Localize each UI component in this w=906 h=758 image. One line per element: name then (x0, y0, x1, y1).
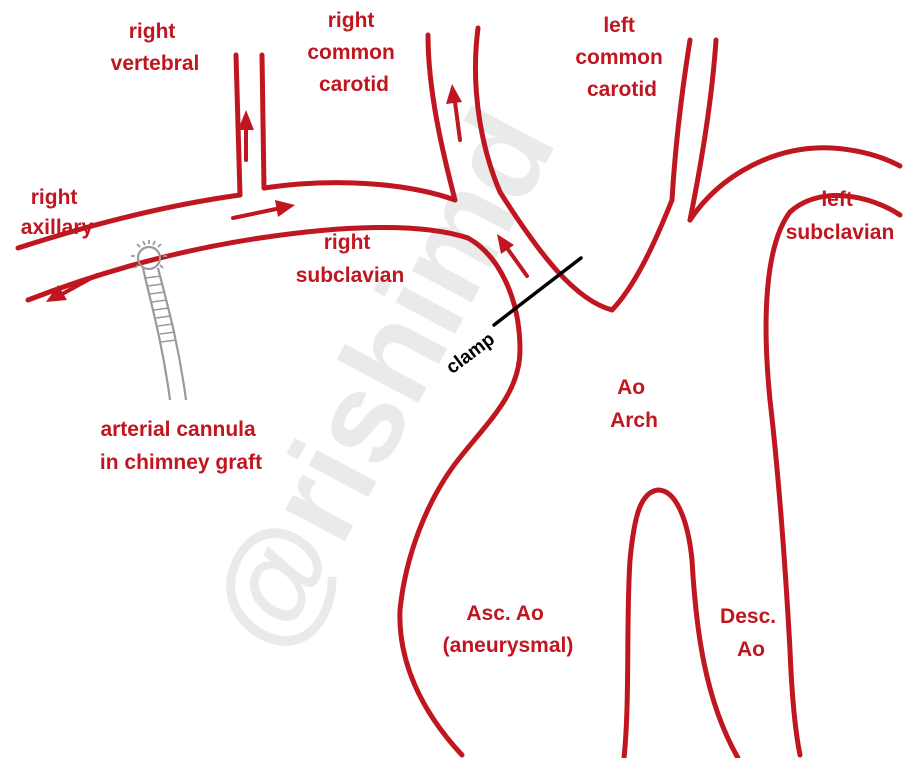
label-ao-arch: Ao Arch (610, 376, 658, 432)
label-desc-ao: Desc. Ao (720, 605, 782, 661)
label-asc-ao: Asc. Ao (aneurysmal) (443, 602, 574, 657)
right-vertebral-right-wall (262, 55, 264, 188)
left-subclavian-right-wall (766, 196, 900, 755)
left-common-carotid-left-wall (672, 40, 690, 200)
right-vertebral-left-wall (236, 55, 240, 195)
label-right-common-carotid: right common carotid (307, 9, 400, 96)
subclavian-flow-arrow (233, 200, 295, 218)
graft-left-wall (143, 268, 170, 400)
label-left-common-carotid: left common carotid (575, 14, 668, 101)
graft-ribbing (146, 276, 176, 342)
arterial-cannula-graft (131, 240, 186, 400)
label-left-subclavian: left subclavian (786, 188, 895, 244)
label-right-axillary: right axillary (21, 186, 94, 239)
label-right-vertebral: right vertebral (111, 20, 200, 75)
label-arterial-cannula: arterial cannula in chimney graft (100, 418, 262, 474)
